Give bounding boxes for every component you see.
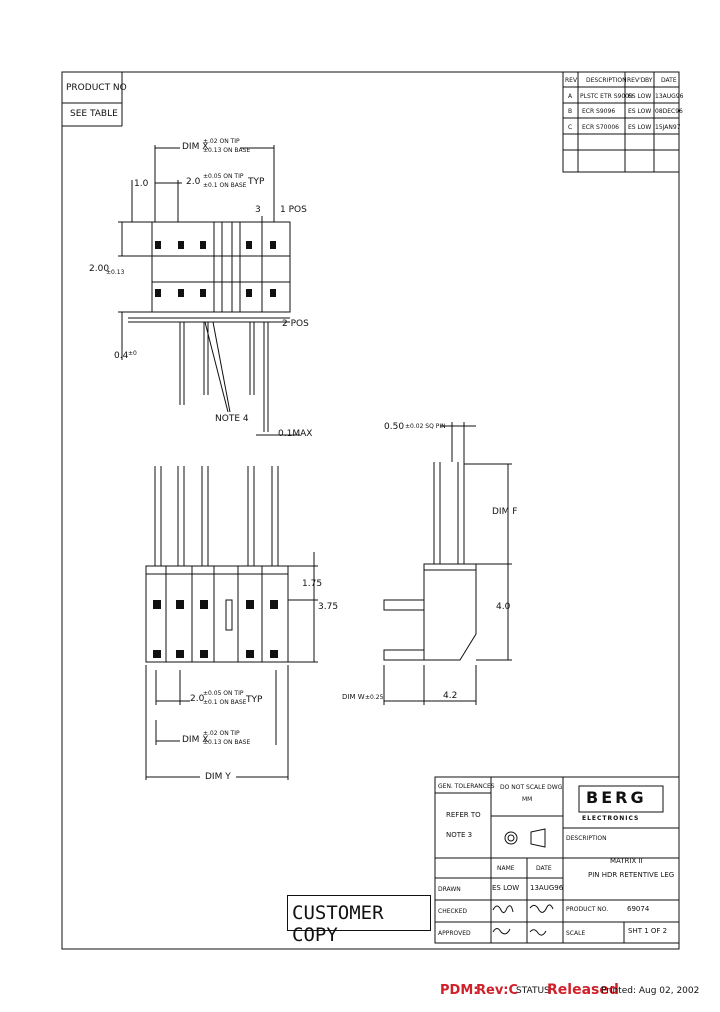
- dim-x-top-tol-base: ±0.13 ON BASE: [203, 147, 251, 154]
- pdm-label: PDM:: [440, 983, 479, 998]
- note-3-label: NOTE 3: [446, 831, 473, 839]
- rev-row-by: ES LOW: [628, 124, 652, 131]
- customer-copy-text: CUSTOMER COPY: [292, 902, 384, 946]
- side-view: [383, 462, 477, 661]
- rev-row-desc: PLSTC ETR S9009: [580, 93, 633, 100]
- pitch-top-label: 2.0: [186, 177, 201, 187]
- printed-date: Printed: Aug 02, 2002: [601, 986, 700, 996]
- dim-0-4: 0.4: [114, 351, 129, 361]
- dim-y-label: DIM Y: [205, 772, 231, 782]
- pdm-rev: Rev:C: [476, 983, 519, 998]
- do-not-scale-label: DO NOT SCALE DWG: [500, 784, 563, 791]
- top-dimension-lines: [118, 145, 300, 436]
- dim-x-bottom-label: DIM X: [182, 735, 209, 745]
- refer-to-label: REFER TO: [446, 811, 481, 819]
- note-4-label: NOTE 4: [215, 414, 249, 424]
- dim-2-00: 2.00: [89, 264, 110, 274]
- dim-w-tol: ±0.25: [365, 694, 384, 701]
- dim-x-bottom-tol-tip: ±.02 ON TIP: [203, 730, 240, 737]
- rev-row-date: 13AUG96: [655, 93, 684, 100]
- status-label: STATUS: [516, 986, 550, 996]
- drawn-name: ES LOW: [492, 884, 520, 892]
- front-view: [145, 466, 289, 663]
- dim-1-75: 1.75: [302, 579, 323, 589]
- pitch-bottom-tol-tip: ±0.05 ON TIP: [203, 690, 244, 697]
- title-block-grid: [434, 776, 680, 944]
- sq-pin-tol: ±0.02 SQ PIN: [405, 423, 446, 430]
- drawn-label: DRAWN: [438, 886, 461, 893]
- dim-w-label: DIM W: [342, 693, 365, 701]
- rev-row-date: 08DEC96: [655, 108, 683, 115]
- berg-logo-frame: [578, 785, 664, 813]
- name-header: NAME: [497, 865, 515, 872]
- customer-copy-stamp: CUSTOMER COPY: [287, 895, 431, 946]
- rev-header-revd: REV'D: [627, 77, 646, 84]
- dim-0-1-max: 0.1MAX: [278, 429, 313, 439]
- front-dimension-lines: [145, 552, 318, 780]
- pos-2-label: 2 POS: [282, 319, 309, 329]
- sheet-label: SHT 1 OF 2: [628, 927, 668, 935]
- drawing-border: [61, 71, 680, 950]
- mm-label: MM: [522, 796, 533, 803]
- sq-pin-dim: 0.50: [384, 422, 405, 432]
- pos-3-label: 3: [255, 205, 261, 215]
- checked-label: CHECKED: [438, 908, 468, 915]
- pitch-bottom-tol-base: ±0.1 ON BASE: [203, 699, 247, 706]
- berg-logo: BERG: [586, 788, 647, 807]
- product-no-label: PRODUCT NO: [66, 83, 127, 93]
- dim-1-0: 1.0: [134, 179, 149, 189]
- desc-line-1: MATRIX II: [610, 857, 643, 865]
- description-label: DESCRIPTION: [566, 835, 607, 842]
- date-header: DATE: [536, 865, 552, 872]
- rev-header-by: BY: [645, 77, 653, 84]
- rev-header-date: DATE: [661, 77, 677, 84]
- product-no-tb-label: PRODUCT NO.: [566, 906, 609, 913]
- rev-header-desc: DESCRIPTION: [586, 77, 627, 84]
- pitch-bottom-label: 2.0: [190, 694, 205, 704]
- dim-x-top-label: DIM X: [182, 142, 209, 152]
- dim-x-top-tol-tip: ±.02 ON TIP: [203, 138, 240, 145]
- dim-2-00-tol: ±0.13: [106, 269, 125, 276]
- pitch-top-tol-base: ±0.1 ON BASE: [203, 182, 247, 189]
- dim-f-label: DIM F: [492, 507, 518, 517]
- rev-row-by: ES LOW: [628, 93, 652, 100]
- side-dimension-lines: [383, 422, 512, 705]
- status-value: Released: [547, 982, 619, 998]
- rev-row-desc: ECR S70006: [582, 124, 619, 131]
- rev-row-date: 15JAN97: [655, 124, 681, 131]
- dim-4-2: 4.2: [443, 691, 458, 701]
- dim-0-4-tol: ±0: [128, 350, 137, 357]
- product-no-value: SEE TABLE: [70, 109, 118, 119]
- product-no-tb-value: 69074: [627, 905, 650, 913]
- drawn-date: 13AUG96: [530, 884, 564, 892]
- typ-top-label: TYP: [248, 177, 265, 187]
- gen-tolerances-label: GEN. TOLERANCES: [438, 783, 495, 790]
- electronics-label: ELECTRONICS: [582, 815, 640, 822]
- rev-row-rev: C: [568, 124, 573, 131]
- pos-1-label: 1 POS: [280, 205, 307, 215]
- rev-row-rev: A: [568, 93, 573, 100]
- rev-row-desc: ECR S9096: [582, 108, 616, 115]
- dim-4-0: 4.0: [496, 602, 511, 612]
- scale-label: SCALE: [566, 930, 586, 937]
- typ-bottom-label: TYP: [246, 695, 263, 705]
- revision-table-grid: [562, 71, 680, 173]
- dim-3-75: 3.75: [318, 602, 339, 612]
- pitch-top-tol-tip: ±0.05 ON TIP: [203, 173, 244, 180]
- approved-label: APPROVED: [438, 930, 471, 937]
- rev-row-by: ES LOW: [628, 108, 652, 115]
- dim-x-bottom-tol-base: ±0.13 ON BASE: [203, 739, 251, 746]
- rev-header-rev: REV: [565, 77, 578, 84]
- rev-row-rev: B: [568, 108, 573, 115]
- desc-line-2: PIN HDR RETENTIVE LEG: [588, 871, 675, 879]
